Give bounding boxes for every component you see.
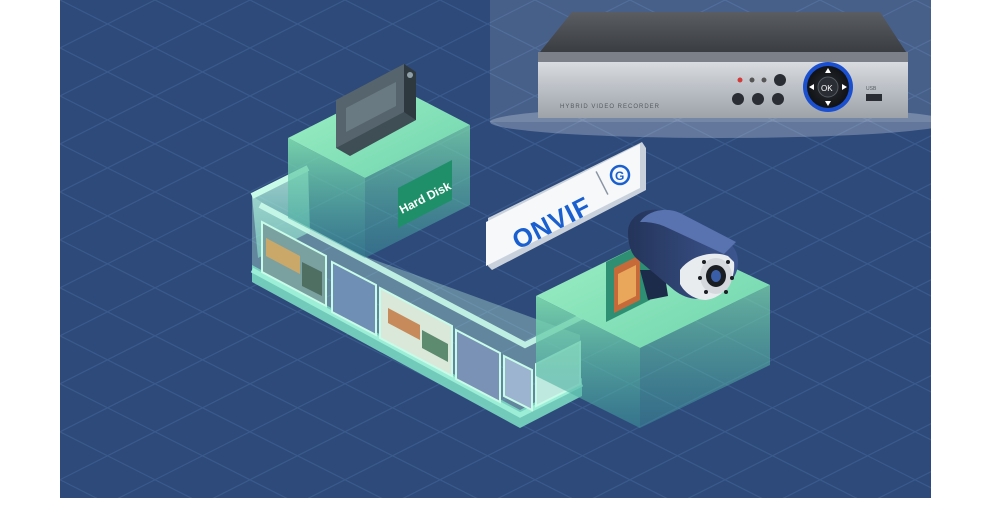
grid-line <box>60 0 631 289</box>
grid-line <box>60 47 931 489</box>
dvr-device: HYBRID VIDEO RECORDER OK USB <box>490 0 950 138</box>
security-camera <box>628 209 739 300</box>
function-button-3[interactable] <box>772 93 784 105</box>
led-indicator <box>761 77 767 83</box>
grid-line <box>249 0 931 345</box>
grid-line <box>307 183 931 498</box>
ok-button[interactable] <box>817 76 839 98</box>
grid-line <box>60 239 573 498</box>
grid-line <box>60 335 383 498</box>
function-button-2[interactable] <box>752 93 764 105</box>
function-button-1[interactable] <box>732 93 744 105</box>
grid-line <box>60 0 346 145</box>
grid-line <box>592 327 931 498</box>
grid-line <box>344 0 931 297</box>
grid-line <box>402 231 931 498</box>
hard-disk-platform: Hard Disk <box>288 64 470 258</box>
hard-disk-label-panel: Hard Disk <box>397 160 454 228</box>
video-frame-1 <box>261 220 327 308</box>
ok-button-label: OK <box>821 84 833 93</box>
grid-line <box>60 383 288 498</box>
grid-line <box>117 87 931 498</box>
video-frame-4 <box>455 328 501 404</box>
grid-line <box>60 0 931 441</box>
grid-line <box>687 375 931 498</box>
grid-line <box>60 0 251 97</box>
power-button[interactable] <box>774 74 786 86</box>
usb-port[interactable] <box>866 94 882 101</box>
usb-label: USB <box>866 86 877 92</box>
video-frame-3 <box>379 286 453 378</box>
dial-arrow-icons <box>809 68 847 106</box>
grid-line <box>60 287 478 498</box>
onvif-badge: G <box>615 169 624 183</box>
led-indicator-red <box>737 77 743 83</box>
hard-drive-device <box>336 64 416 156</box>
video-frame-2 <box>331 260 377 337</box>
onvif-badge-icon <box>609 164 631 186</box>
dvr-caption: HYBRID VIDEO RECORDER <box>560 104 660 110</box>
camera-platform <box>536 209 770 428</box>
led-indicator <box>749 77 755 83</box>
grid-line <box>60 0 441 193</box>
